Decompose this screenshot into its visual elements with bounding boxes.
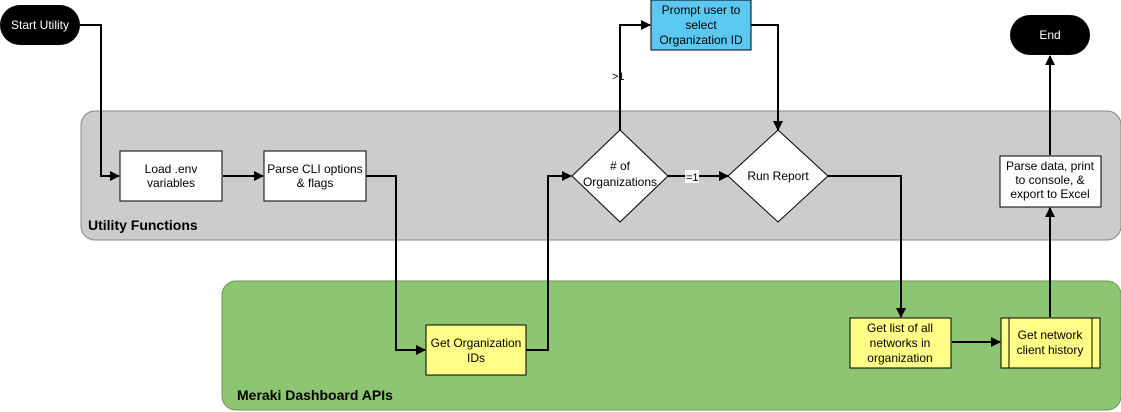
edge-label-eq1-bg bbox=[685, 170, 699, 183]
get-organization-ids-node[interactable] bbox=[425, 324, 527, 376]
start-utility-node[interactable] bbox=[0, 5, 80, 45]
prompt-user-node[interactable] bbox=[650, 0, 752, 51]
get-organization-ids-line2: IDs bbox=[467, 351, 485, 365]
edge-start-to-load-env bbox=[80, 24, 120, 181]
prompt-user-line2: select bbox=[685, 18, 717, 32]
edge-label-gt1: >1 bbox=[612, 71, 625, 83]
edge-prompt-user-to-run-report bbox=[751, 24, 783, 131]
run-report-decision[interactable] bbox=[727, 129, 829, 223]
get-networks-line2: networks in bbox=[870, 336, 931, 350]
get-client-history-line1: Get network bbox=[1018, 328, 1084, 342]
load-env-node[interactable] bbox=[119, 150, 223, 202]
get-client-history-line2: client history bbox=[1017, 343, 1084, 357]
meraki-apis-lane-label: Meraki Dashboard APIs bbox=[237, 387, 393, 403]
utility-functions-lane-label: Utility Functions bbox=[88, 217, 198, 233]
get-organization-ids-line1: Get Organization bbox=[431, 336, 522, 350]
start-utility-label: Start Utility bbox=[11, 18, 69, 32]
edge-num-orgs-to-prompt-user bbox=[619, 20, 651, 130]
end-label: End bbox=[1039, 28, 1060, 42]
num-organizations-decision[interactable] bbox=[571, 129, 669, 223]
parse-cli-node[interactable] bbox=[263, 150, 367, 202]
edge-label-eq1: =1 bbox=[686, 172, 699, 184]
edge-run-report-to-get-networks bbox=[828, 175, 906, 318]
edge-get-org-ids-to-num-orgs bbox=[526, 171, 572, 351]
num-organizations-line1: # of bbox=[610, 159, 631, 173]
get-networks-line1: Get list of all bbox=[867, 321, 933, 335]
prompt-user-line3: Organization ID bbox=[659, 33, 743, 47]
get-networks-node[interactable] bbox=[849, 317, 952, 369]
prompt-user-line1: Prompt user to bbox=[662, 3, 741, 17]
edge-parse-cli-to-get-org-ids bbox=[366, 175, 426, 355]
parse-data-line3: export to Excel bbox=[1010, 187, 1089, 201]
parse-data-line2: to console, & bbox=[1015, 173, 1084, 187]
load-env-line2: variables bbox=[147, 176, 195, 190]
end-node[interactable] bbox=[1010, 15, 1090, 55]
num-organizations-line2: Organizations bbox=[583, 175, 657, 189]
get-networks-line3: organization bbox=[867, 351, 932, 365]
parse-cli-line2: & flags bbox=[297, 176, 334, 190]
run-report-label: Run Report bbox=[747, 169, 809, 183]
parse-data-line1: Parse data, print bbox=[1006, 159, 1095, 173]
parse-data-node[interactable] bbox=[999, 155, 1102, 208]
load-env-line1: Load .env bbox=[145, 162, 198, 176]
parse-cli-line1: Parse CLI options bbox=[267, 162, 362, 176]
get-client-history-node[interactable] bbox=[1000, 317, 1101, 369]
